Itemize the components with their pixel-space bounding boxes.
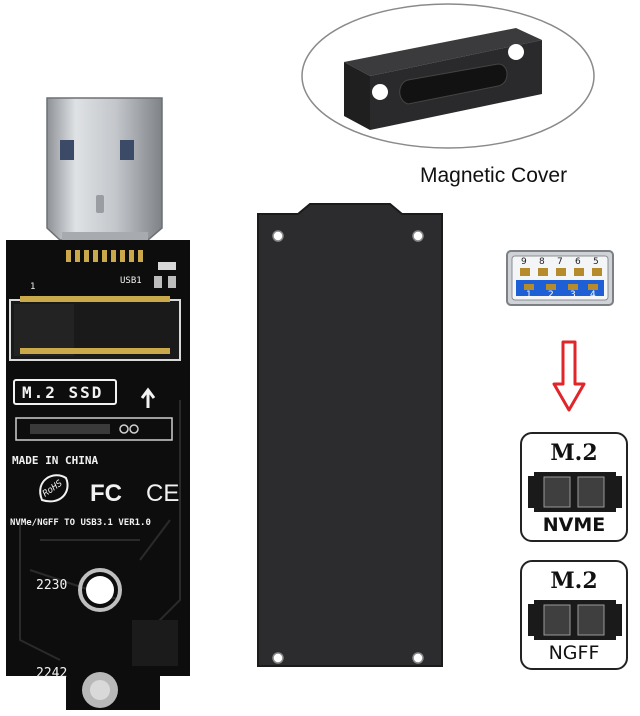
enclosure-cover-graphic (257, 203, 443, 667)
size-2242-label: 2242 (36, 666, 68, 681)
ngff-key-box: M.2 NGFF (520, 560, 628, 670)
usb-pin-6: 6 (575, 257, 581, 267)
ngff-box-title: M.2 (550, 568, 598, 594)
arrow-down-icon (552, 340, 586, 412)
usb-pin-5: 5 (593, 257, 599, 267)
ssd-label: M.2 SSD (22, 383, 104, 402)
usb-pin-4: 4 (590, 290, 596, 300)
nvme-box-title: M.2 (550, 440, 598, 466)
adapter-board-graphic (6, 97, 190, 710)
nvme-box-label: NVME (542, 514, 606, 536)
usb-pin-7: 7 (557, 257, 563, 267)
adapter-board: USB1 1 M.2 SSD MADE IN CHINA RoHS FC CE … (0, 0, 200, 716)
pcb (6, 240, 190, 710)
ce-mark: CE (146, 480, 180, 507)
version-label: NVMe/NGFF TO USB3.1 VER1.0 (10, 518, 151, 528)
usb-pin-9: 9 (521, 257, 527, 267)
enclosure-cover (250, 200, 450, 680)
ngff-key-graphic (528, 600, 622, 640)
nvme-key-box: M.2 NVME (520, 432, 628, 542)
magnetic-cover-caption: Magnetic Cover (420, 164, 568, 187)
nvme-key-graphic (528, 472, 622, 512)
made-in-label: MADE IN CHINA (12, 454, 99, 467)
usb-port-diagram: 9 8 7 6 5 1 2 3 4 (506, 250, 614, 306)
ngff-box-label: NGFF (548, 642, 600, 664)
usb-label: USB1 (120, 276, 142, 286)
usb-a-plug (46, 97, 163, 242)
usb-pin-8: 8 (539, 257, 545, 267)
usb-pin-1: 1 (526, 290, 532, 300)
usb-pin-2: 2 (548, 290, 554, 300)
pin-marker: 1 (30, 282, 36, 292)
fc-mark: FC (90, 480, 122, 507)
magnetic-cover-callout: Magnetic Cover (298, 0, 598, 187)
usb-pin-3: 3 (570, 290, 576, 300)
magnetic-cover-graphic (301, 3, 595, 149)
size-2230-label: 2230 (36, 578, 68, 593)
usb-port-graphic (506, 250, 614, 306)
